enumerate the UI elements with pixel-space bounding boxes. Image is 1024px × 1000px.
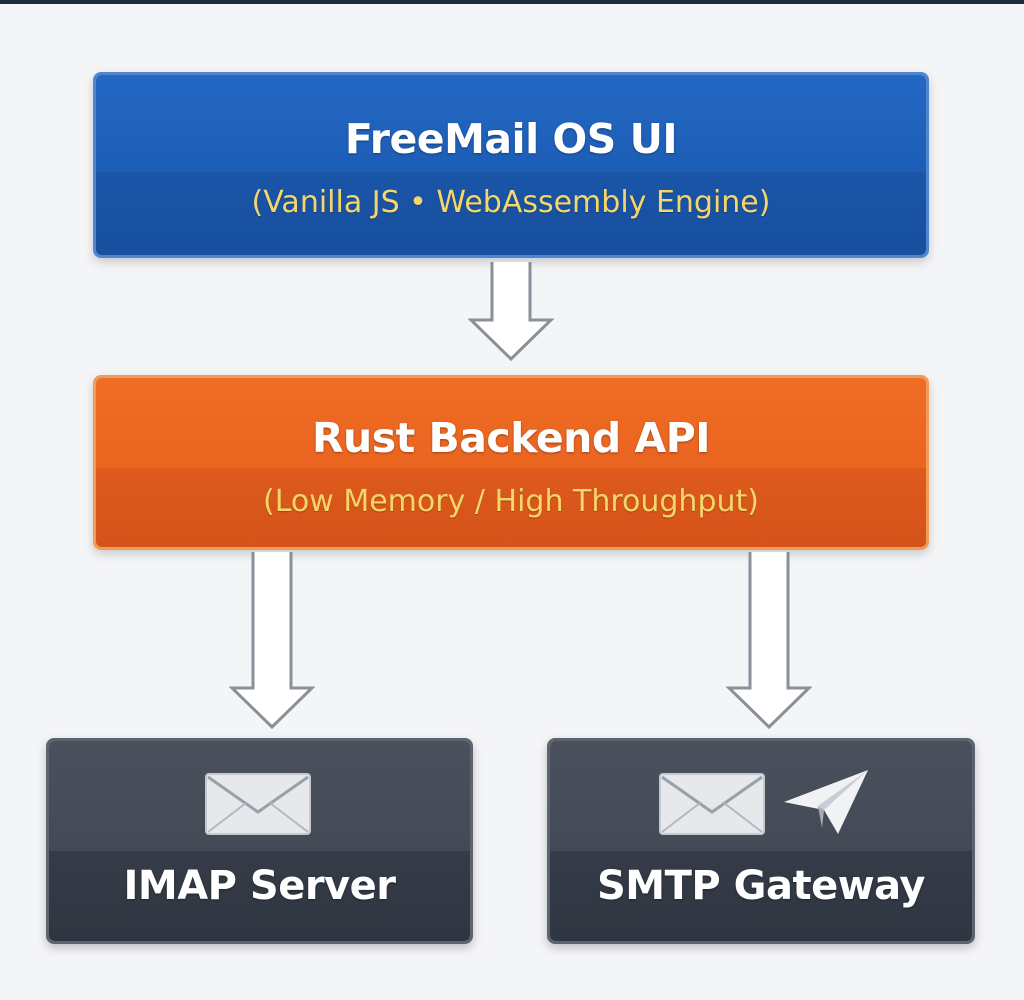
node-subtitle: (Vanilla JS • WebAssembly Engine) — [251, 185, 771, 220]
node-freemail-ui: FreeMail OS UI (Vanilla JS • WebAssembly… — [93, 72, 929, 258]
node-footer-band — [550, 851, 972, 941]
top-divider — [0, 0, 1024, 4]
node-footer-band — [96, 172, 926, 255]
node-title: IMAP Server — [123, 863, 396, 909]
node-smtp-gateway: SMTP Gateway — [547, 738, 975, 944]
paper-plane-icon — [782, 766, 872, 838]
envelope-icon — [204, 772, 312, 836]
node-rust-backend: Rust Backend API (Low Memory / High Thro… — [93, 375, 929, 550]
node-footer-band — [96, 468, 926, 547]
node-title: Rust Backend API — [311, 414, 711, 462]
node-header-band — [96, 75, 926, 175]
arrow-api-to-smtp — [725, 552, 813, 730]
node-footer-band — [49, 851, 470, 941]
node-title: SMTP Gateway — [596, 863, 926, 909]
envelope-icon — [658, 772, 766, 836]
node-subtitle: (Low Memory / High Throughput) — [263, 484, 759, 519]
node-header-band — [96, 378, 926, 471]
arrow-api-to-imap — [228, 552, 316, 730]
arrow-ui-to-api — [467, 262, 555, 362]
node-imap-server: IMAP Server — [46, 738, 473, 944]
node-title: FreeMail OS UI — [344, 115, 678, 163]
